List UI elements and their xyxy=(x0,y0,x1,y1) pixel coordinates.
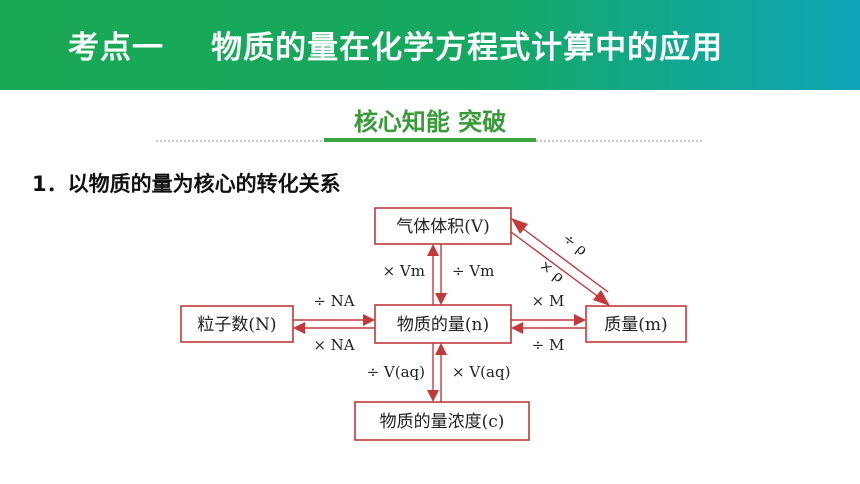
node-amount: 物质的量(n) xyxy=(374,304,512,344)
node-concentration: 物质的量浓度(c) xyxy=(354,401,530,441)
arrow-mass-to-volume xyxy=(511,218,609,293)
label-mass-to-amount: ÷ M xyxy=(532,336,565,354)
label-mass-to-volume: ÷ ρ xyxy=(559,229,591,259)
label-concentration-to-amount: × V(aq) xyxy=(452,363,510,381)
arrow-concentration-to-amount xyxy=(435,343,447,402)
page-title: 考点一 物质的量在化学方程式计算中的应用 xyxy=(68,30,724,66)
arrow-particles-to-amount xyxy=(293,314,375,326)
arrow-mass-to-amount xyxy=(511,322,586,334)
label-particles-to-amount: ÷ NA xyxy=(313,292,354,310)
label-amount-to-concentration: ÷ V(aq) xyxy=(367,363,425,381)
node-particles-label: 粒子数(N) xyxy=(197,315,276,335)
node-amount-label: 物质的量(n) xyxy=(397,315,489,335)
label-amount-to-mass: × M xyxy=(532,292,565,310)
label-volume-to-amount: ÷ Vm xyxy=(452,262,494,280)
arrow-amount-to-particles xyxy=(293,322,375,334)
node-concentration-label: 物质的量浓度(c) xyxy=(380,412,505,432)
label-amount-to-particles: × NA xyxy=(313,336,354,354)
node-volume: 气体体积(V) xyxy=(374,207,512,245)
arrow-amount-to-mass xyxy=(511,314,586,326)
label-volume-to-mass: × ρ xyxy=(536,256,568,286)
node-particles: 粒子数(N) xyxy=(180,305,294,343)
section-title: 核心知能 突破 xyxy=(353,108,507,136)
section-rule-accent xyxy=(324,138,536,142)
point-title: 1．以物质的量为核心的转化关系 xyxy=(32,172,341,196)
arrow-volume-to-amount xyxy=(435,244,447,305)
arrow-volume-to-mass xyxy=(510,231,610,306)
section-heading: 核心知能 突破 xyxy=(156,96,704,152)
label-amount-to-volume: × Vm xyxy=(383,262,425,280)
header-banner: 考点一 物质的量在化学方程式计算中的应用 xyxy=(0,0,860,90)
node-volume-label: 气体体积(V) xyxy=(396,217,490,237)
node-mass-label: 质量(m) xyxy=(604,315,667,335)
arrow-amount-to-concentration xyxy=(427,343,439,402)
arrow-amount-to-volume xyxy=(427,244,439,305)
node-mass: 质量(m) xyxy=(585,305,687,343)
